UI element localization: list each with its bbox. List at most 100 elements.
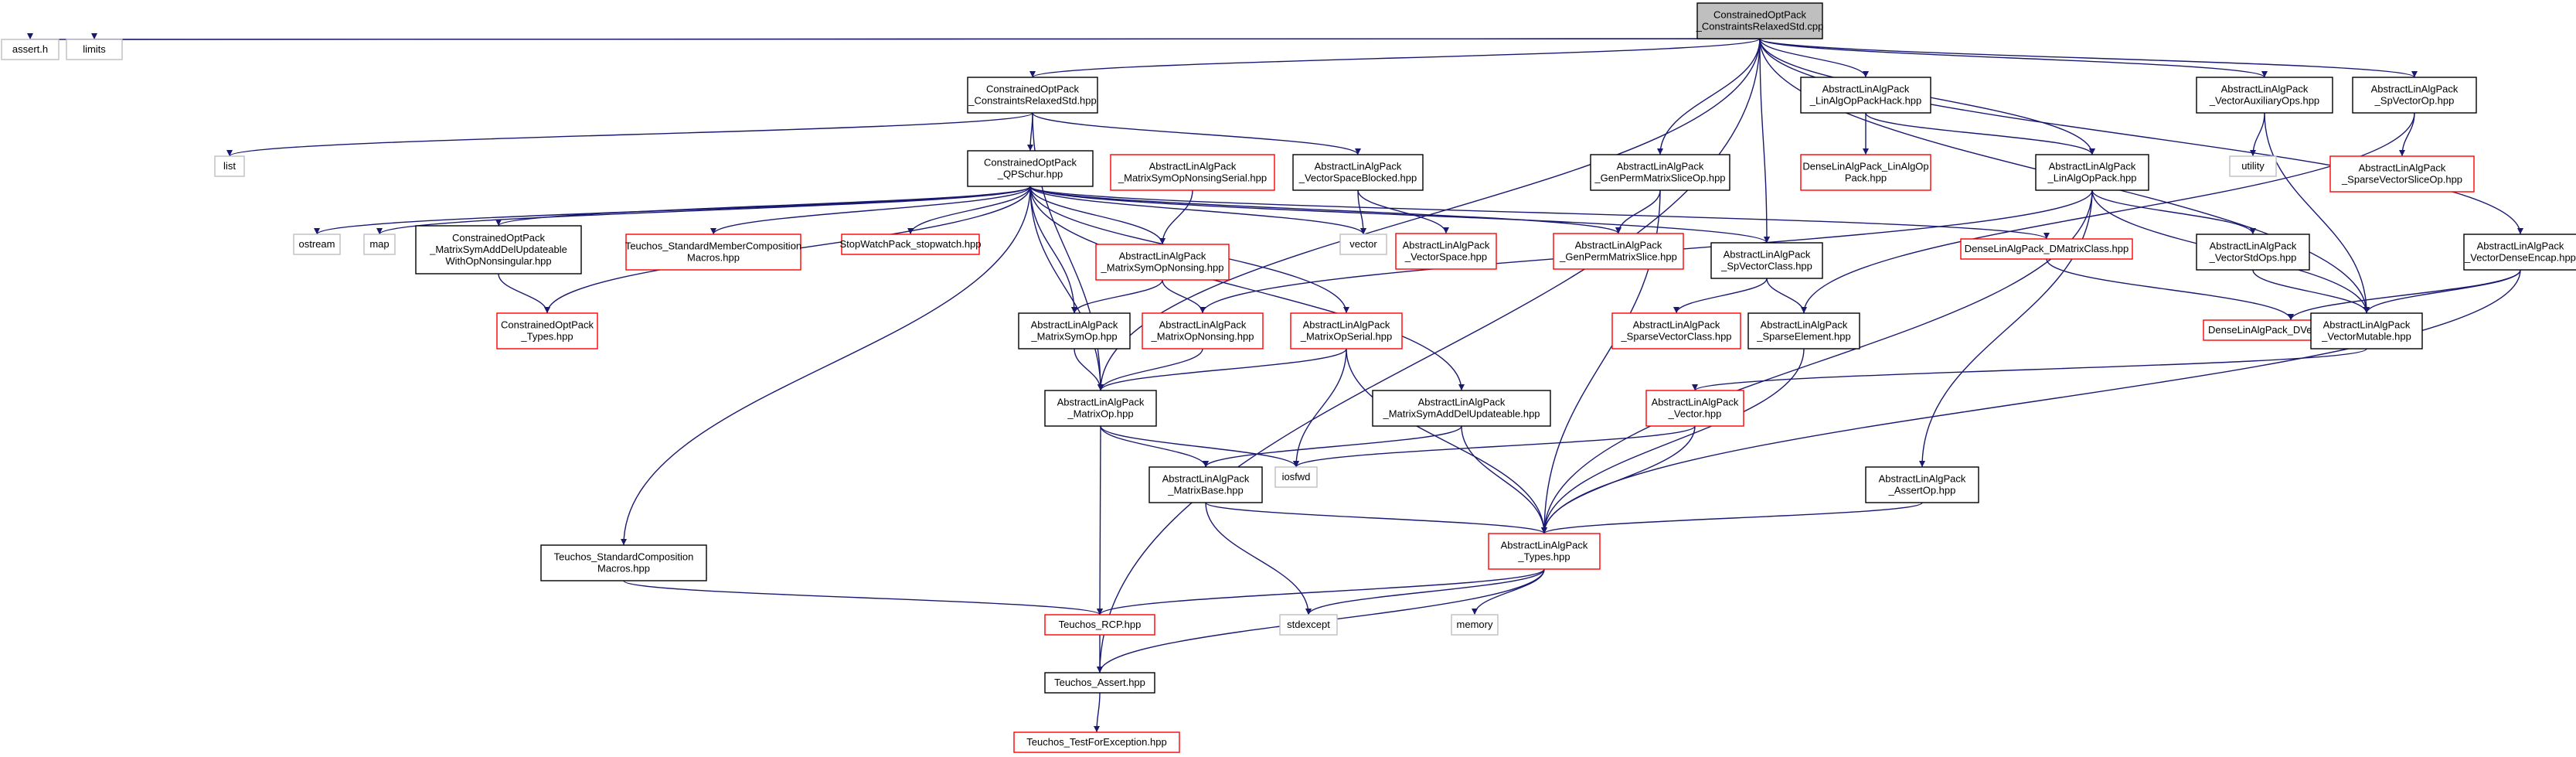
edge-line xyxy=(1293,425,1696,468)
node-msopns_serial[interactable]: AbstractLinAlgPack_MatrixSymOpNonsingSer… xyxy=(1110,154,1275,191)
node-svc[interactable]: AbstractLinAlgPack_SparseVectorClass.hpp xyxy=(1611,312,1741,350)
edge-lao-to-vstdops xyxy=(2091,189,2256,235)
node-map: map xyxy=(363,234,396,255)
node-label-line: _VectorDenseEncap.hpp xyxy=(2464,252,2576,264)
node-testexc[interactable]: Teuchos_TestForException.hpp xyxy=(1013,731,1180,753)
node-vaux[interactable]: AbstractLinAlgPack_VectorAuxiliaryOps.hp… xyxy=(2196,77,2333,114)
node-box xyxy=(1110,154,1275,191)
edge-mbase-to-alap_types xyxy=(1205,502,1547,534)
node-mbase[interactable]: AbstractLinAlgPack_MatrixBase.hpp xyxy=(1148,466,1263,503)
node-msymop[interactable]: AbstractLinAlgPack_MatrixSymOp.hpp xyxy=(1018,312,1131,350)
node-box xyxy=(1451,614,1499,636)
node-cop_types[interactable]: ConstrainedOptPack_Types.hpp xyxy=(496,312,598,350)
edges-layer xyxy=(29,35,2523,733)
edge-line xyxy=(1801,112,2415,314)
node-vde[interactable]: AbstractLinAlgPack_VectorDenseEncap.hpp xyxy=(2463,234,2576,271)
node-label-line: utility xyxy=(2241,160,2265,172)
node-label-line: Teuchos_RCP.hpp xyxy=(1059,619,1142,630)
node-label-line: AbstractLinAlgPack xyxy=(2477,240,2564,252)
node-label-line: Teuchos_StandardMemberComposition xyxy=(625,240,801,252)
node-box xyxy=(1553,233,1684,270)
node-assertop[interactable]: AbstractLinAlgPack_AssertOp.hpp xyxy=(1865,466,1979,503)
node-label-line: limits xyxy=(83,43,106,55)
node-label-line: ConstrainedOptPack xyxy=(1713,9,1806,21)
edge-qpschur-to-msymop xyxy=(1029,186,1077,314)
node-dmatrix[interactable]: DenseLinAlgPack_DMatrixClass.hpp xyxy=(1960,238,2133,260)
edge-line xyxy=(1865,112,2095,155)
node-matrixop[interactable]: AbstractLinAlgPack_MatrixOp.hpp xyxy=(1044,390,1157,427)
edge-spvop-to-svsop xyxy=(2399,112,2415,157)
edge-root-to-spvop xyxy=(1759,38,2418,78)
node-teuchos_smcm[interactable]: Teuchos_StandardMemberCompositionMacros.… xyxy=(625,234,801,271)
node-vstdops[interactable]: AbstractLinAlgPack_VectorStdOps.hpp xyxy=(2196,234,2310,271)
edge-root-to-tassert xyxy=(1097,38,1761,673)
node-label-line: _MatrixOpSerial.hpp xyxy=(1300,331,1393,343)
edge-vstdops-to-vmut xyxy=(2252,269,2370,314)
edge-line xyxy=(1541,348,1805,534)
node-spelem[interactable]: AbstractLinAlgPack_SparseElement.hpp xyxy=(1747,312,1860,350)
node-box xyxy=(66,39,123,60)
node-mopns[interactable]: AbstractLinAlgPack_MatrixOpNonsing.hpp xyxy=(1142,312,1264,350)
edge-qpschur-to-teuchos_scm xyxy=(621,186,1031,546)
node-box xyxy=(967,150,1094,187)
edge-vaux-to-vmut xyxy=(2264,112,2370,314)
node-msopns[interactable]: AbstractLinAlgPack_MatrixSymOpNonsing.hp… xyxy=(1095,244,1230,281)
edge-matrixop-to-mbase xyxy=(1100,425,1209,468)
node-label-line: AbstractLinAlgPack xyxy=(1119,251,1206,262)
edge-line xyxy=(1071,279,1163,314)
edge-line xyxy=(1759,38,1770,244)
node-box xyxy=(1800,77,1931,114)
edge-qpschur-to-vector xyxy=(1029,186,1366,235)
edge-line xyxy=(1029,186,1366,235)
node-mopserial[interactable]: AbstractLinAlgPack_MatrixOpSerial.hpp xyxy=(1290,312,1403,350)
node-spvop[interactable]: AbstractLinAlgPack_SpVectorOp.hpp xyxy=(2352,77,2477,114)
node-box xyxy=(1290,312,1403,350)
node-box xyxy=(1292,154,1424,191)
node-tassert[interactable]: Teuchos_Assert.hpp xyxy=(1044,672,1155,694)
node-label-line: _MatrixSymOp.hpp xyxy=(1030,331,1117,343)
node-msadu[interactable]: AbstractLinAlgPack_MatrixSymAddDelUpdate… xyxy=(1372,390,1551,427)
node-qpschur[interactable]: ConstrainedOptPack_QPSchur.hpp xyxy=(967,150,1094,187)
node-box xyxy=(1696,2,1823,39)
node-gpms[interactable]: AbstractLinAlgPack_GenPermMatrixSlice.hp… xyxy=(1553,233,1684,270)
node-label-line: _MatrixSymOpNonsingSerial.hpp xyxy=(1118,172,1267,184)
node-vmut[interactable]: AbstractLinAlgPack_VectorMutable.hpp xyxy=(2310,312,2423,350)
node-box xyxy=(363,234,396,255)
edge-line xyxy=(1657,38,1761,155)
node-rcp[interactable]: Teuchos_RCP.hpp xyxy=(1044,614,1155,636)
node-label-line: AbstractLinAlgPack xyxy=(1031,319,1118,331)
node-label-line: AbstractLinAlgPack xyxy=(2221,84,2309,95)
node-label-line: _MatrixSymOpNonsing.hpp xyxy=(1101,262,1224,274)
node-crs_hpp[interactable]: ConstrainedOptPack_ConstraintsRelaxedStd… xyxy=(967,77,1098,114)
node-svsop[interactable]: AbstractLinAlgPack_SparseVectorSliceOp.h… xyxy=(2329,155,2475,193)
edge-line xyxy=(1100,425,1299,468)
node-vspace[interactable]: AbstractLinAlgPack_VectorSpace.hpp xyxy=(1395,233,1497,270)
edge-line xyxy=(1032,112,1361,155)
node-label-line: AbstractLinAlgPack xyxy=(1149,161,1237,172)
node-label-line: AbstractLinAlgPack xyxy=(2371,84,2459,95)
node-label-line: AbstractLinAlgPack xyxy=(2323,319,2411,331)
node-gpms_op[interactable]: AbstractLinAlgPack_GenPermMatrixSliceOp.… xyxy=(1590,154,1730,191)
node-alap_types[interactable]: AbstractLinAlgPack_Types.hpp xyxy=(1488,533,1601,570)
edge-vde-to-vmut xyxy=(2363,269,2521,314)
node-msadu_nonsing[interactable]: ConstrainedOptPack_MatrixSymAddDelUpdate… xyxy=(415,225,582,274)
node-vec[interactable]: AbstractLinAlgPack_Vector.hpp xyxy=(1645,390,1744,427)
edge-qpschur-to-stopwatch xyxy=(907,186,1031,235)
node-box xyxy=(1013,731,1180,753)
node-lao[interactable]: AbstractLinAlgPack_LinAlgOpPack.hpp xyxy=(2035,154,2149,191)
node-spvc[interactable]: AbstractLinAlgPack_SpVectorClass.hpp xyxy=(1710,242,1823,279)
node-label-line: _AssertOp.hpp xyxy=(1888,485,1956,496)
node-label-line: AbstractLinAlgPack xyxy=(1617,161,1704,172)
node-box xyxy=(2463,234,2576,271)
node-vsb[interactable]: AbstractLinAlgPack_VectorSpaceBlocked.hp… xyxy=(1292,154,1424,191)
edge-matrixop-to-iosfwd xyxy=(1100,425,1299,468)
node-label-line: DenseLinAlgPack_LinAlgOp xyxy=(1802,161,1928,172)
node-dense_laop[interactable]: DenseLinAlgPack_LinAlgOpPack.hpp xyxy=(1800,154,1931,191)
node-stopwatch[interactable]: StopWatchPack_stopwatch.hpp xyxy=(839,234,982,255)
node-root[interactable]: ConstrainedOptPack_ConstraintsRelaxedStd… xyxy=(1696,2,1824,39)
node-laoph[interactable]: AbstractLinAlgPack_LinAlgOpPackHack.hpp xyxy=(1800,77,1931,114)
node-label-line: AbstractLinAlgPack xyxy=(1822,84,1910,95)
edge-line xyxy=(2091,189,2256,235)
node-label-line: Pack.hpp xyxy=(1845,172,1887,184)
